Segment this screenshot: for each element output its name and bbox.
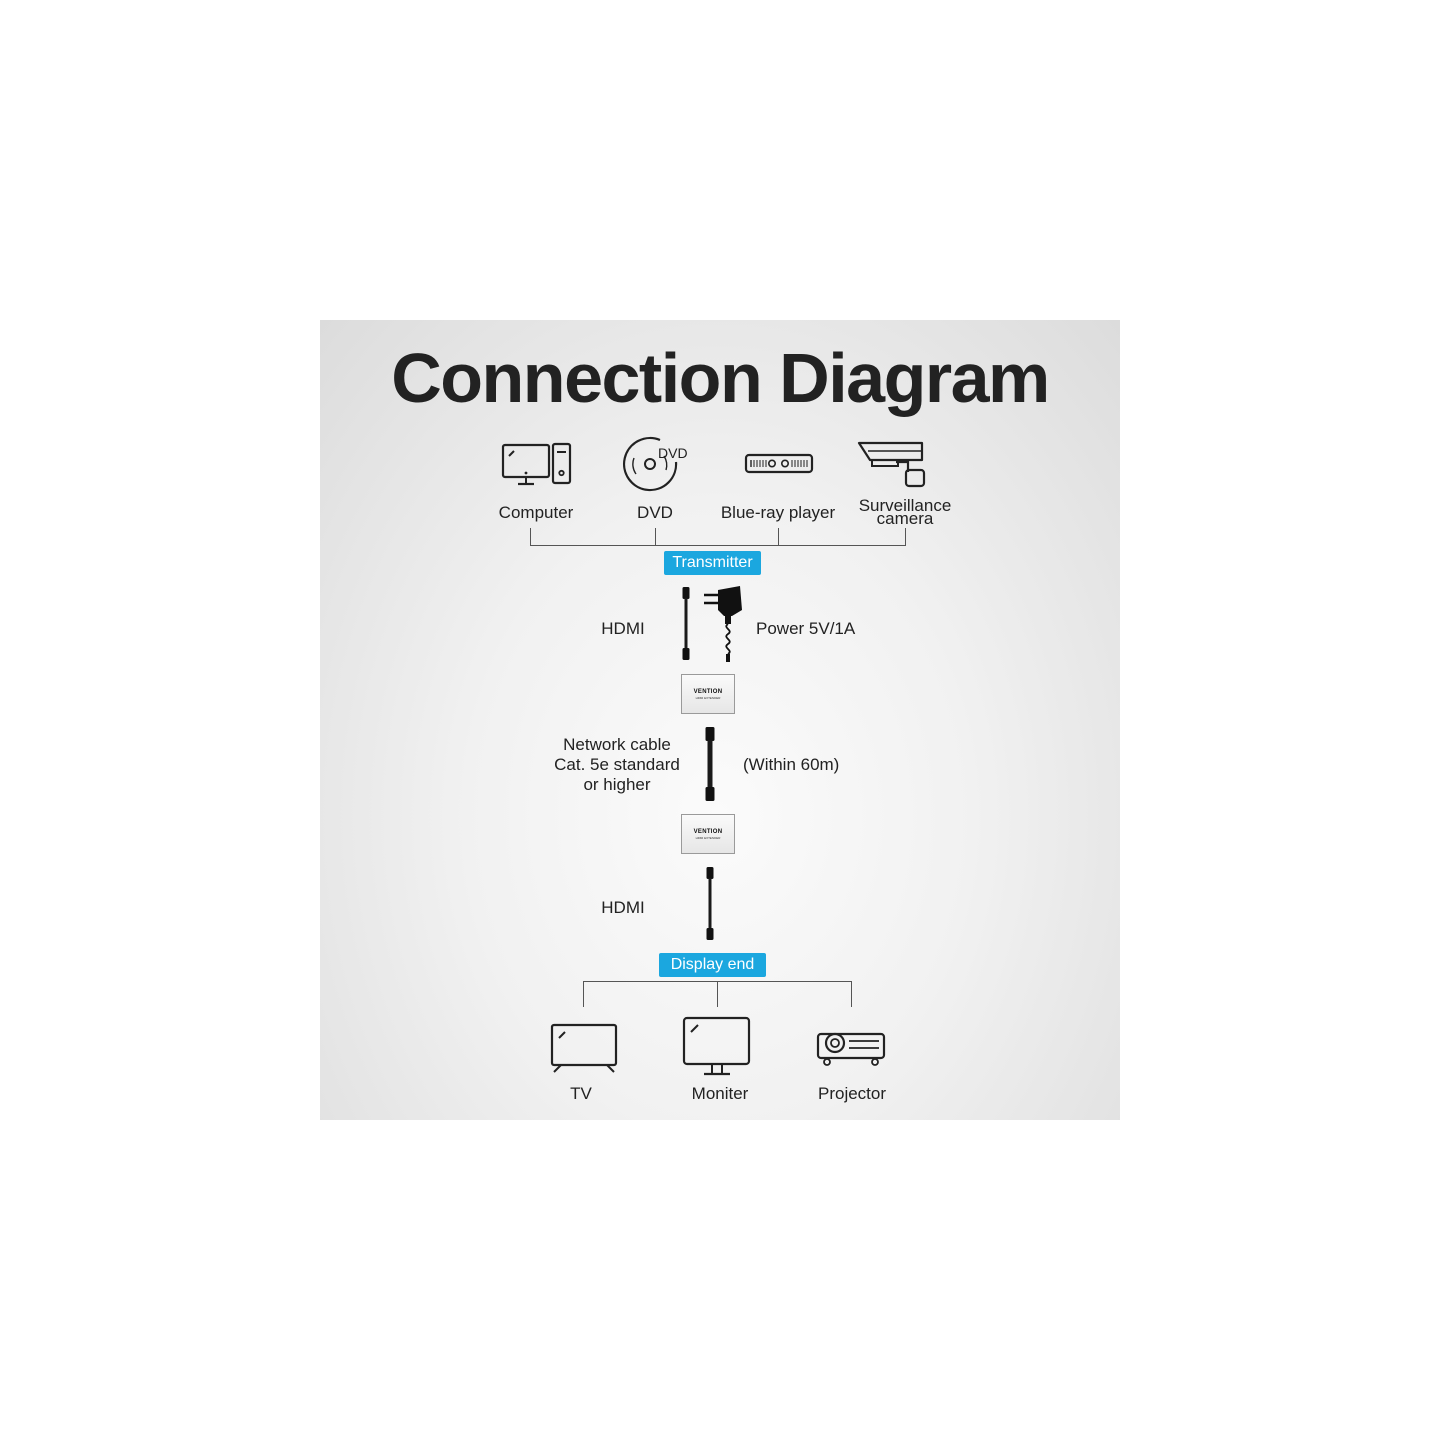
projector-icon	[816, 1032, 886, 1066]
network-cable-label-line1: Network cable	[563, 735, 671, 754]
dvd-label: DVD	[637, 503, 673, 522]
surveillance-label-line1: Surveillance	[858, 496, 952, 515]
tv-label: TV	[570, 1084, 592, 1103]
network-cable-label-line2: Cat. 5e standard	[554, 755, 680, 774]
power-adapter-icon	[704, 586, 742, 662]
bluray-player-icon	[744, 453, 814, 474]
monitor-label: Moniter	[691, 1084, 749, 1103]
surveillance-label-line2: camera	[876, 509, 934, 528]
projector-label: Projector	[817, 1084, 887, 1103]
display-end-badge: Display end	[659, 953, 766, 977]
transmitter-badge: Transmitter	[664, 551, 761, 575]
bluray-label: Blue-ray player	[720, 503, 836, 522]
computer-label: Computer	[498, 503, 574, 522]
hdmi-top-label: HDMI	[601, 619, 645, 638]
dvd-disc-text: DVD	[658, 445, 688, 461]
transmitter-device: VENTION HDMI EXTENDER	[681, 674, 735, 714]
receiver-device: VENTION HDMI EXTENDER	[681, 814, 735, 854]
power-label: Power 5V/1A	[756, 619, 856, 638]
hdmi-cable-icon-bottom	[706, 867, 714, 940]
network-cable-label-line3: or higher	[583, 775, 651, 794]
computer-icon	[501, 442, 572, 486]
hdmi-cable-icon-top	[682, 587, 690, 660]
distance-label: (Within 60m)	[743, 755, 840, 774]
network-cable-icon	[705, 727, 715, 801]
diagram-title: Connection Diagram	[391, 339, 1050, 417]
hdmi-bottom-label: HDMI	[601, 898, 645, 917]
receiver-model: HDMI EXTENDER	[695, 836, 721, 840]
tv-icon	[550, 1023, 618, 1073]
diagram-panel	[320, 320, 1120, 1120]
surveillance-camera-icon	[857, 441, 926, 488]
monitor-icon	[682, 1016, 751, 1076]
dvd-disc-icon: DVD	[622, 436, 688, 492]
receiver-brand: VENTION	[693, 829, 723, 835]
transmitter-model: HDMI EXTENDER	[695, 696, 721, 700]
transmitter-brand: VENTION	[693, 689, 723, 695]
